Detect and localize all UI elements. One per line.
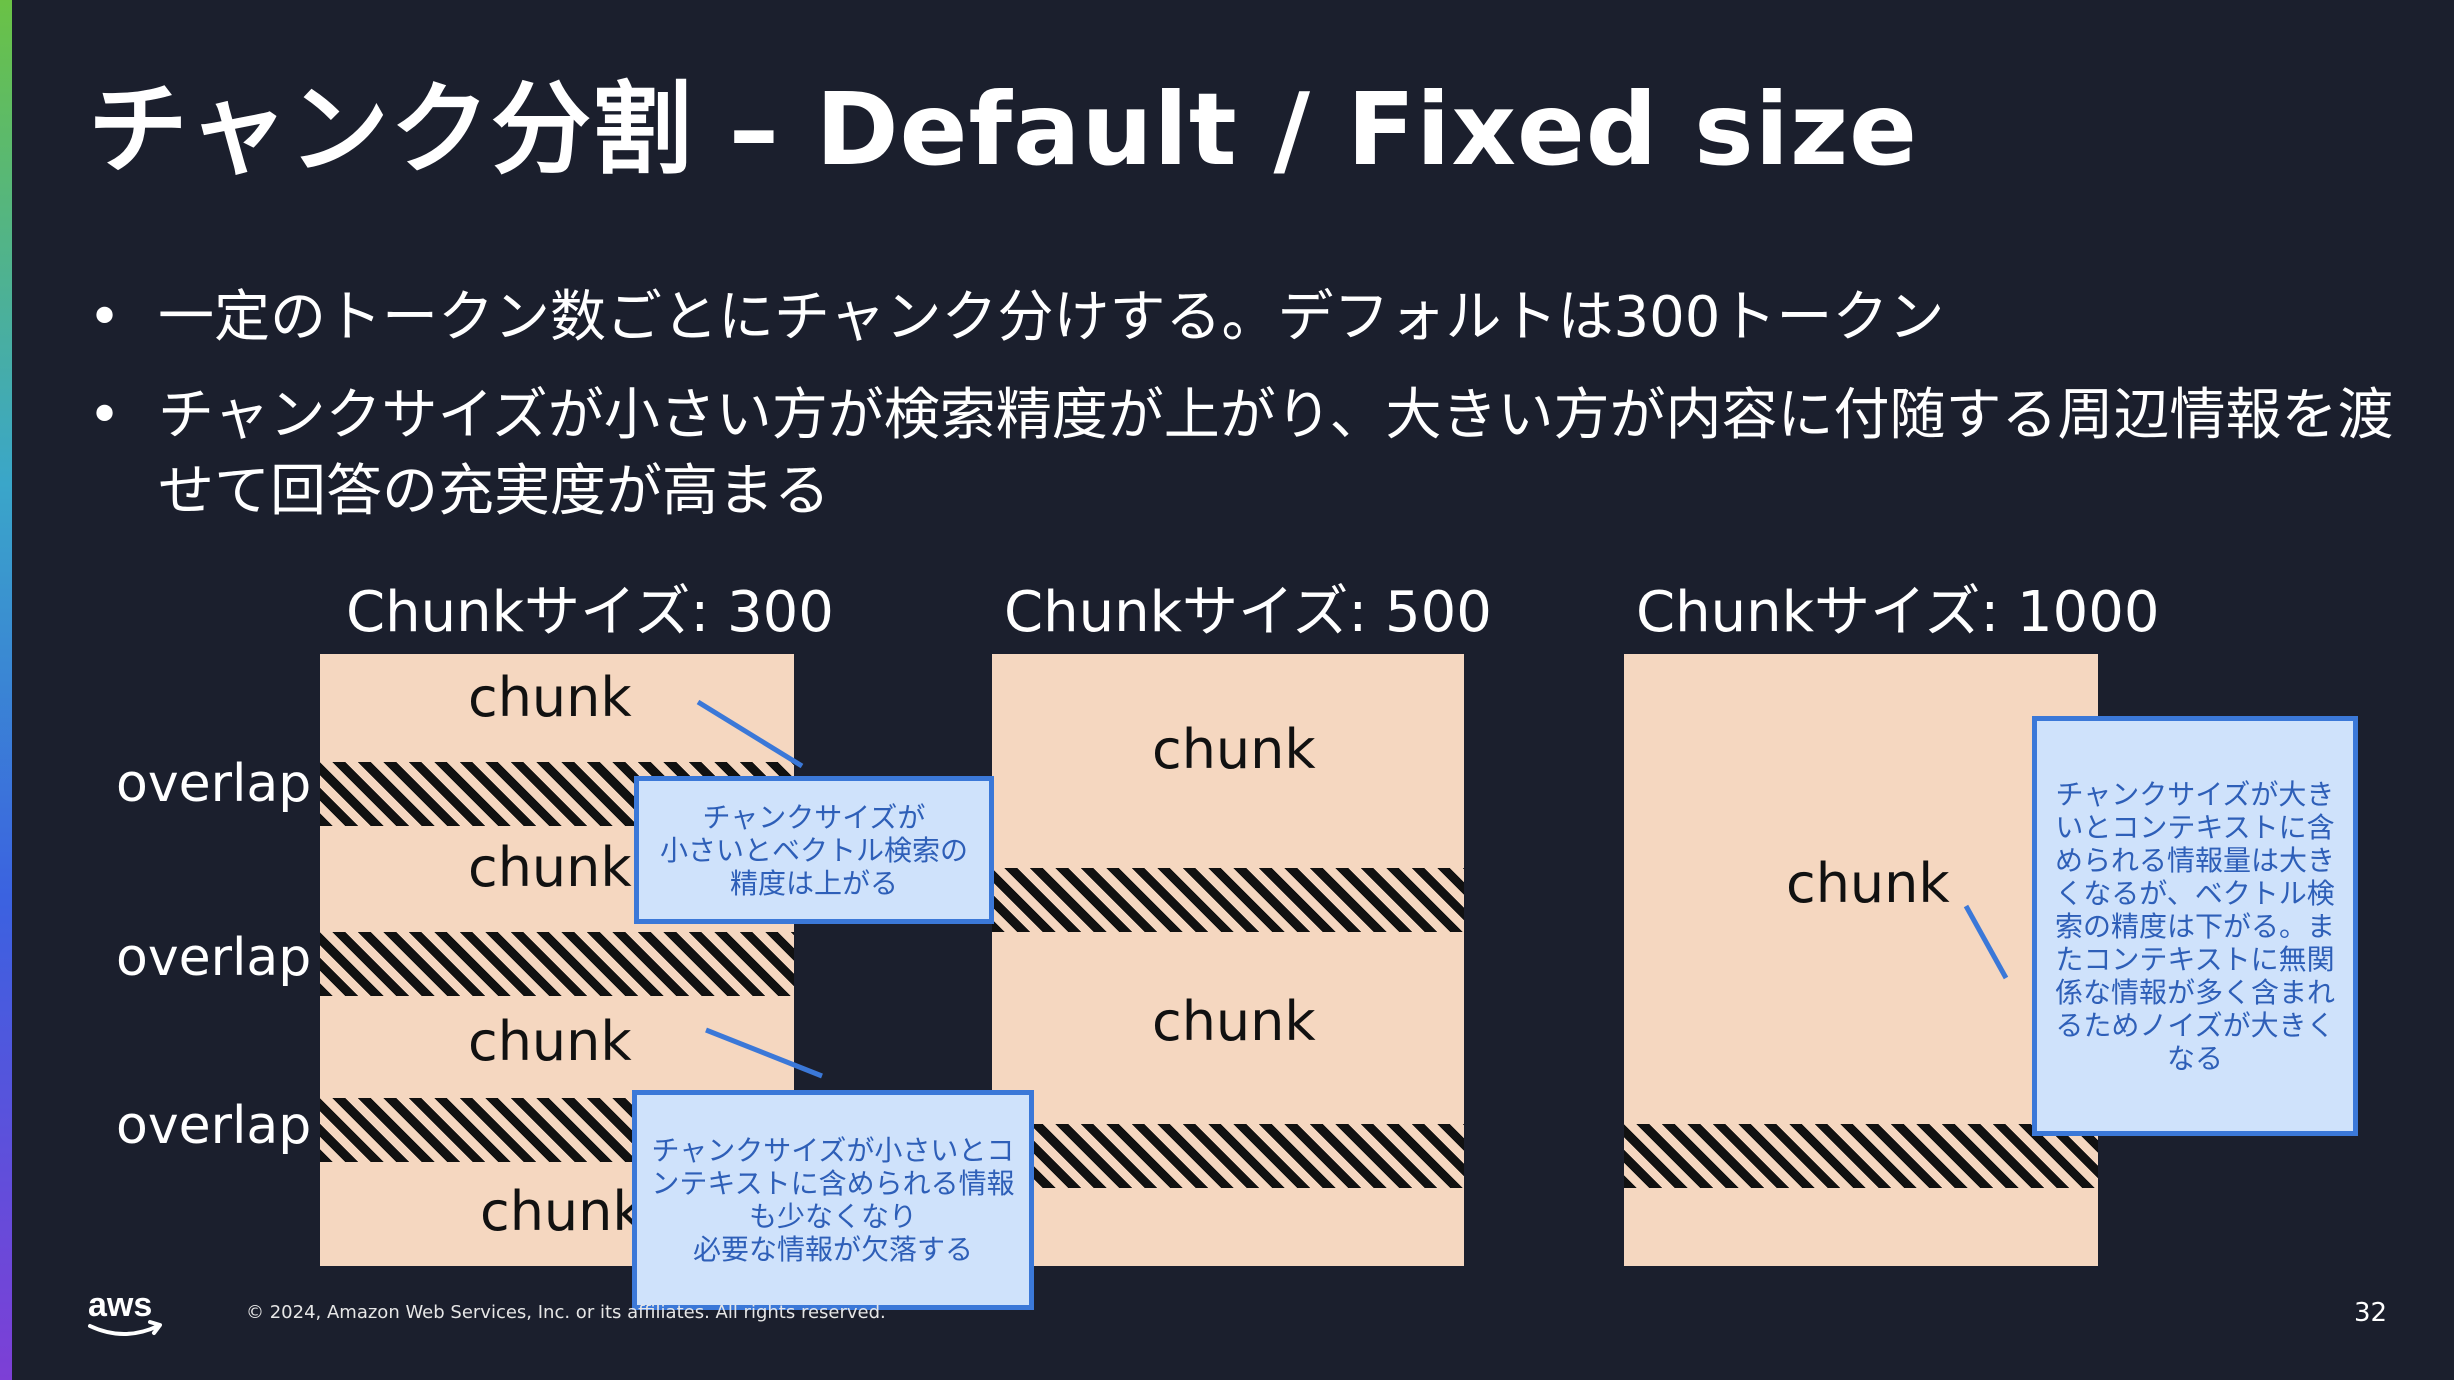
column-label-300: Chunkサイズ: 300 bbox=[346, 580, 834, 645]
overlap-label: overlap bbox=[116, 754, 312, 814]
callout-small-context: チャンクサイズが小さいとコ ンテキストに含められる情報 も少なくなり 必要な情報… bbox=[632, 1090, 1034, 1310]
column-label-1000: Chunkサイズ: 1000 bbox=[1636, 580, 2160, 645]
chunk-label: chunk bbox=[1152, 718, 1316, 781]
bullet-text: 一定のトークン数ごとにチャンク分けする。デフォルトは300トークン bbox=[158, 285, 1945, 350]
overlap-band bbox=[320, 932, 794, 996]
chunk-label: chunk bbox=[480, 1180, 644, 1243]
bullet-item: • チャンクサイズが小さい方が検索精度が上がり、大きい方が内容に付随する周辺情報… bbox=[88, 378, 2408, 530]
chunk-label: chunk bbox=[1786, 852, 1950, 915]
leader-line bbox=[705, 1027, 823, 1079]
leader-line bbox=[696, 699, 804, 769]
aws-logo-text: aws bbox=[88, 1286, 152, 1324]
callout-large-chunk: チャンクサイズが大き いとコンテキストに含 められる情報量は大き くなるが、ベク… bbox=[2032, 716, 2358, 1136]
overlap-band bbox=[992, 868, 1464, 932]
page-number: 32 bbox=[2354, 1298, 2388, 1328]
overlap-label: overlap bbox=[116, 1096, 312, 1156]
bullet-marker: • bbox=[88, 285, 122, 350]
bullet-marker: • bbox=[88, 383, 122, 448]
leader-line bbox=[1963, 904, 2009, 980]
aws-logo: aws bbox=[84, 1286, 168, 1342]
chunk-label: chunk bbox=[468, 836, 632, 899]
copyright-text: © 2024, Amazon Web Services, Inc. or its… bbox=[246, 1302, 886, 1323]
chunk-column-1000: chunk bbox=[1624, 654, 2098, 1266]
overlap-band bbox=[1624, 1124, 2098, 1188]
bullet-list: • 一定のトークン数ごとにチャンク分けする。デフォルトは300トークン • チャ… bbox=[88, 280, 2408, 552]
chunk-column-500: chunk chunk bbox=[992, 654, 1464, 1266]
callout-small-precision: チャンクサイズが 小さいとベクトル検索の 精度は上がる bbox=[634, 776, 994, 924]
overlap-label: overlap bbox=[116, 928, 312, 988]
chunk-column-300: chunk chunk chunk chunk bbox=[320, 654, 794, 1266]
bullet-item: • 一定のトークン数ごとにチャンク分けする。デフォルトは300トークン bbox=[88, 280, 2408, 356]
slide-title: チャンク分割 – Default / Fixed size bbox=[88, 71, 1919, 188]
column-label-500: Chunkサイズ: 500 bbox=[1004, 580, 1492, 645]
chunk-label: chunk bbox=[1152, 990, 1316, 1053]
chunk-label: chunk bbox=[468, 666, 632, 729]
accent-bar bbox=[0, 0, 12, 1380]
bullet-text: チャンクサイズが小さい方が検索精度が上がり、大きい方が内容に付随する周辺情報を渡… bbox=[158, 383, 2394, 524]
chunk-label: chunk bbox=[468, 1010, 632, 1073]
overlap-band bbox=[992, 1124, 1464, 1188]
